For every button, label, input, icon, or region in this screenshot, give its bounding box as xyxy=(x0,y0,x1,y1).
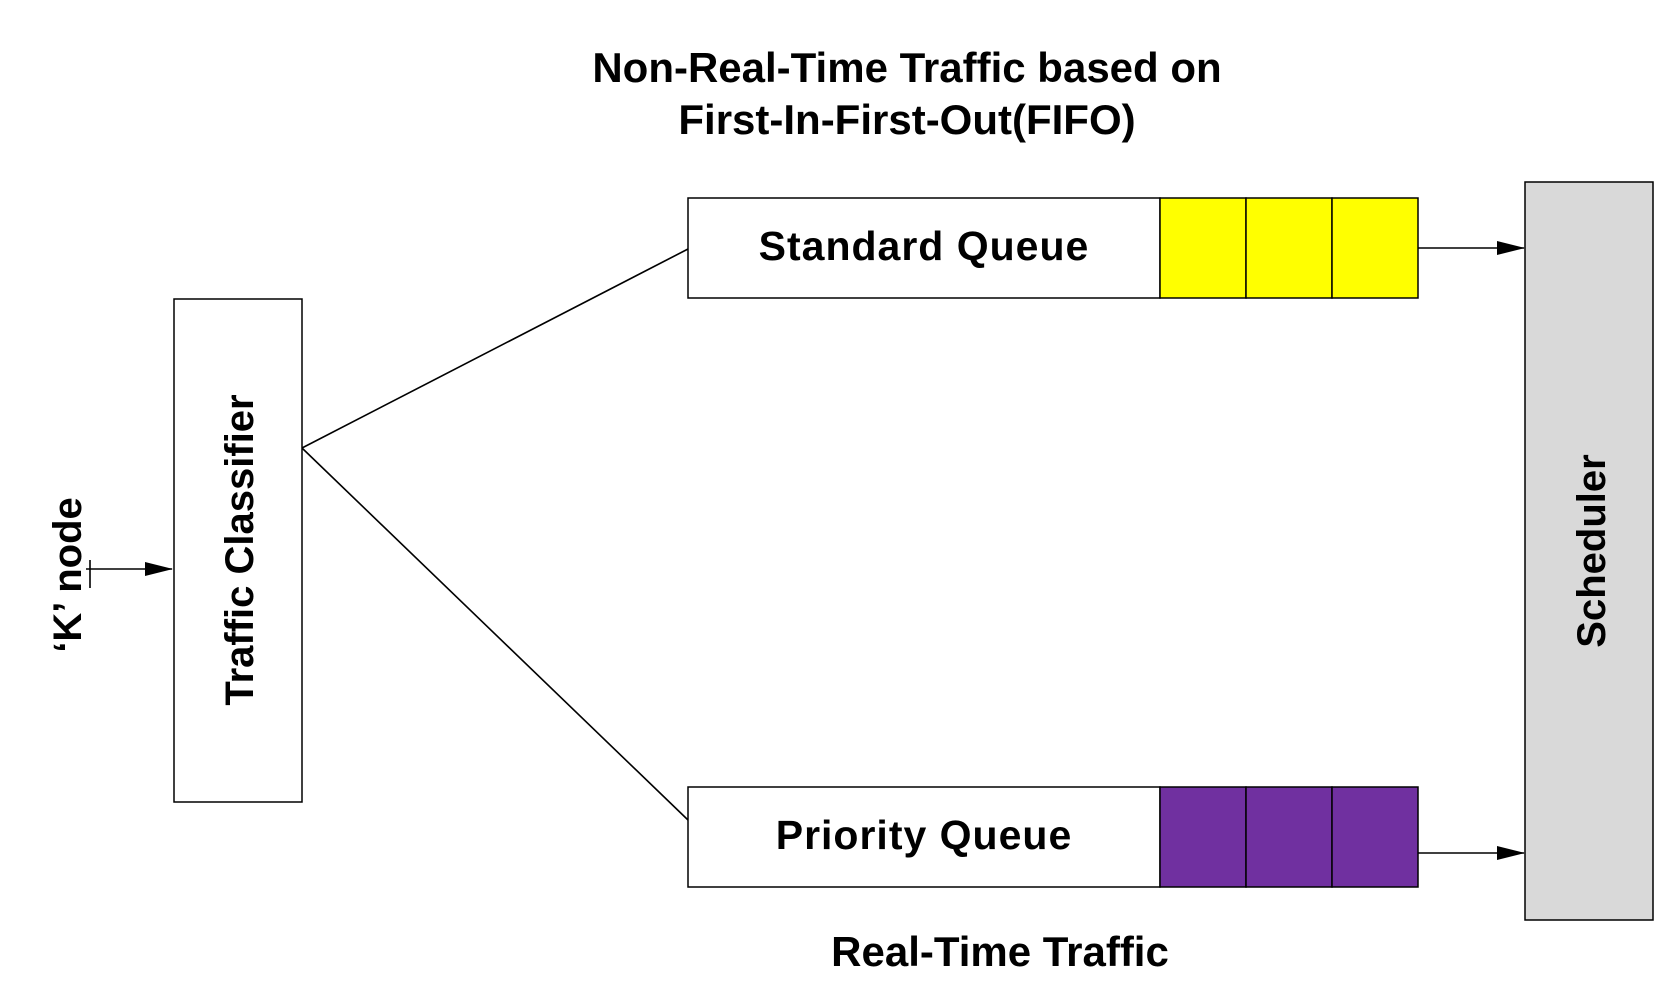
priority-queue: Priority Queue xyxy=(687,786,1419,888)
connector-to-priority-queue xyxy=(301,447,689,821)
standard-queue: Standard Queue xyxy=(687,197,1419,299)
bottom-caption: Real-Time Traffic xyxy=(831,928,1169,975)
priority-queue-slot-3 xyxy=(1331,786,1419,888)
title-line-2: First-In-First-Out(FIFO) xyxy=(678,96,1135,143)
standard-queue-slot-2 xyxy=(1245,197,1333,299)
standard-queue-box xyxy=(687,197,1161,299)
standard-queue-slots xyxy=(1159,197,1419,299)
title-line-1: Non-Real-Time Traffic based on xyxy=(592,44,1221,91)
scheduler-box xyxy=(1524,181,1654,921)
standard-queue-slot-1 xyxy=(1159,197,1247,299)
standard-queue-slot-3 xyxy=(1331,197,1419,299)
priority-queue-box xyxy=(687,786,1161,888)
priority-queue-slots xyxy=(1159,786,1419,888)
standard-queue-label: Standard Queue xyxy=(759,223,1090,269)
traffic-classifier-box xyxy=(173,298,303,803)
priority-queue-slot-1 xyxy=(1159,786,1247,888)
priority-queue-label: Priority Queue xyxy=(776,812,1073,858)
input-node-label: ‘K’ node xyxy=(46,497,90,653)
scheduler-label: Scheduler xyxy=(1570,454,1614,647)
connector-to-standard-queue xyxy=(301,248,689,449)
priority-queue-slot-2 xyxy=(1245,786,1333,888)
traffic-classifier-label: Traffic Classifier xyxy=(218,394,262,705)
